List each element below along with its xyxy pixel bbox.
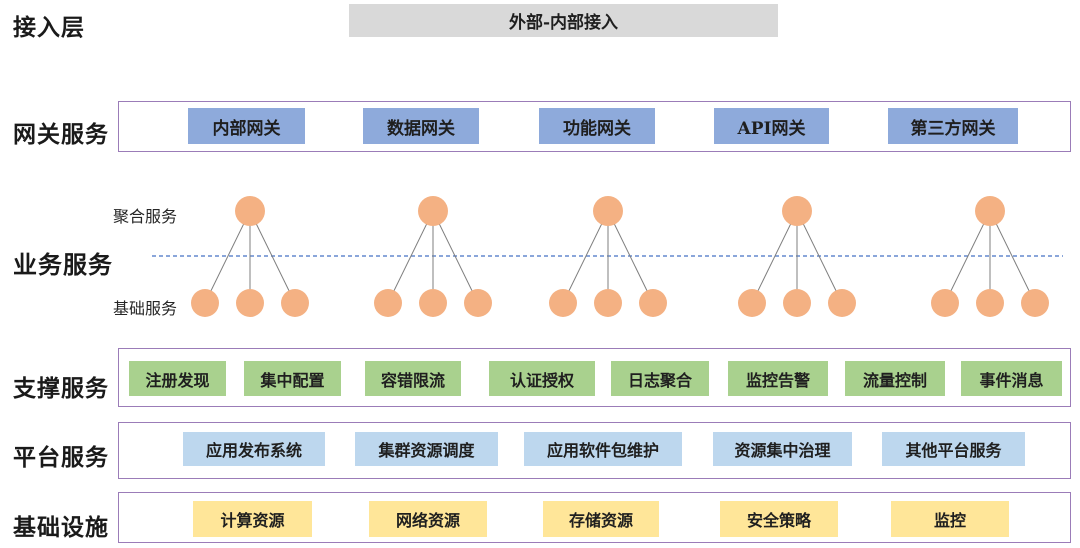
gateway-box: 数据网关: [363, 108, 479, 144]
base-service-node: [828, 289, 856, 317]
business-service-trees: [152, 196, 1063, 317]
layer-label-support: 支撑服务: [13, 375, 109, 402]
layer-label-access: 接入层: [13, 14, 85, 41]
service-tree: [191, 196, 309, 317]
tree-edge: [796, 210, 843, 304]
aggregate-service-node: [235, 196, 265, 226]
aggregate-service-node: [593, 196, 623, 226]
base-service-node: [374, 289, 402, 317]
infra-box: 安全策略: [720, 501, 838, 537]
support-box: 集中配置: [244, 361, 341, 396]
aggregate-service-node: [782, 196, 812, 226]
aggregate-service-node: [418, 196, 448, 226]
platform-box: 其他平台服务: [882, 432, 1025, 466]
platform-box: 应用发布系统: [183, 432, 325, 466]
base-service-label: 基础服务: [113, 299, 178, 318]
base-service-node: [639, 289, 667, 317]
tree-edge: [751, 210, 798, 304]
base-service-node: [594, 289, 622, 317]
tree-edge: [989, 210, 1036, 304]
gateway-box: 内部网关: [188, 108, 305, 144]
aggregate-service-label: 聚合服务: [113, 207, 178, 226]
base-service-node: [738, 289, 766, 317]
tree-edge: [432, 210, 479, 304]
layer-label-infrastructure: 基础设施: [13, 514, 109, 541]
support-box: 日志聚合: [611, 361, 709, 396]
support-box: 监控告警: [728, 361, 828, 396]
base-service-node: [976, 289, 1004, 317]
tree-edge: [607, 210, 654, 304]
service-tree: [374, 196, 492, 317]
base-service-node: [931, 289, 959, 317]
gateway-box: 功能网关: [539, 108, 655, 144]
base-service-node: [1021, 289, 1049, 317]
infra-box: 存储资源: [543, 501, 659, 537]
tree-edge: [204, 210, 251, 304]
base-service-node: [549, 289, 577, 317]
layer-label-platform: 平台服务: [13, 444, 109, 471]
service-tree: [549, 196, 667, 317]
support-box: 容错限流: [365, 361, 461, 396]
layer-label-gateway: 网关服务: [13, 121, 109, 148]
platform-box: 应用软件包维护: [524, 432, 682, 466]
base-service-node: [191, 289, 219, 317]
infra-box: 监控: [891, 501, 1009, 537]
gateway-box: API网关: [714, 108, 829, 144]
base-service-node: [464, 289, 492, 317]
layer-label-business: 业务服务: [13, 250, 113, 279]
support-box: 认证授权: [489, 361, 595, 396]
tree-edge: [387, 210, 434, 304]
infra-box: 网络资源: [369, 501, 487, 537]
service-tree: [738, 196, 856, 317]
support-box: 事件消息: [961, 361, 1062, 396]
service-tree: [931, 196, 1049, 317]
platform-box: 集群资源调度: [355, 432, 498, 466]
access-box: 外部-内部接入: [349, 4, 778, 37]
aggregate-service-node: [975, 196, 1005, 226]
tree-edge: [944, 210, 991, 304]
base-service-node: [236, 289, 264, 317]
gateway-box: 第三方网关: [888, 108, 1018, 144]
tree-edge: [562, 210, 609, 304]
base-service-node: [419, 289, 447, 317]
base-service-node: [783, 289, 811, 317]
tree-edge: [249, 210, 296, 304]
platform-box: 资源集中治理: [713, 432, 852, 466]
infra-box: 计算资源: [193, 501, 312, 537]
base-service-node: [281, 289, 309, 317]
support-box: 流量控制: [845, 361, 945, 396]
support-box: 注册发现: [129, 361, 226, 396]
